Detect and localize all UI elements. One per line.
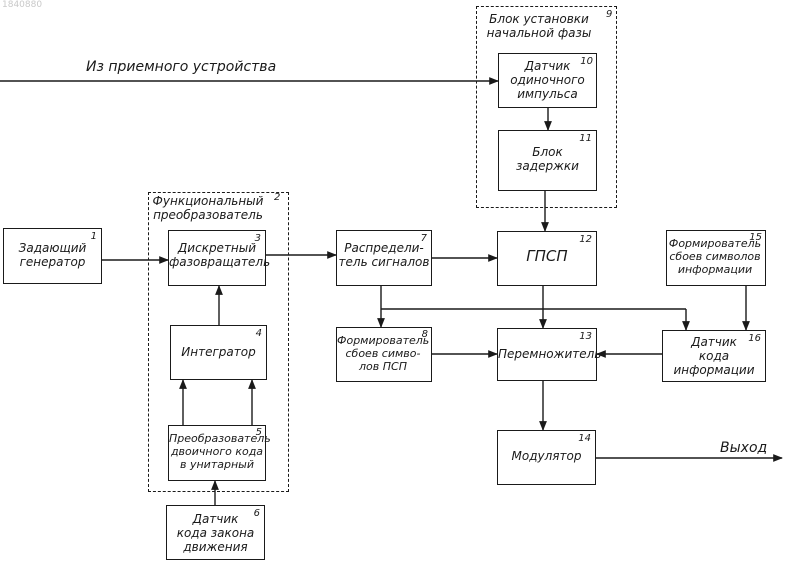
gpsp-block: ГПСП 12	[497, 231, 597, 286]
binary-to-unitary-converter-block: Преобразователь двоичного кода в унитарн…	[168, 425, 266, 481]
info-symbol-failure-former-block: Формирователь сбоев символов информации …	[666, 230, 766, 286]
integrator-number: 4	[256, 328, 262, 339]
phase-setup-group-number: 9	[606, 9, 612, 20]
discrete-phase-shifter-number: 3	[255, 233, 261, 244]
info-symbol-failure-former-number: 15	[749, 232, 762, 243]
gpsp-label: ГПСП	[498, 249, 596, 263]
binary-to-unitary-converter-number: 5	[256, 427, 262, 438]
info-code-sensor-number: 16	[748, 333, 761, 344]
psp-symbol-failure-former-block: Формирователь сбоев симво- лов ПСП 8	[336, 327, 432, 382]
single-pulse-sensor-number: 10	[580, 56, 593, 67]
binary-to-unitary-converter-label: Преобразователь двоичного кода в унитарн…	[169, 432, 265, 471]
info-code-sensor-block: Датчик кода информации 16	[662, 330, 766, 382]
phase-setup-group-label: Блок установки начальной фазы	[478, 12, 600, 40]
gpsp-number: 12	[579, 234, 592, 245]
multiplier-number: 13	[579, 331, 592, 342]
master-generator-block: Задающий генератор 1	[3, 228, 102, 284]
master-generator-label: Задающий генератор	[4, 241, 101, 269]
output-label: Выход	[720, 441, 767, 455]
multiplier-label: Перемножитель	[498, 347, 596, 361]
delay-label: Блок задержки	[499, 145, 596, 173]
integrator-block: Интегратор 4	[170, 325, 267, 380]
functional-converter-group-number: 2	[274, 192, 280, 203]
input-label: Из приемного устройства	[86, 60, 276, 74]
delay-block: Блок задержки 11	[498, 130, 597, 191]
motion-law-code-sensor-label: Датчик кода закона движения	[167, 512, 264, 554]
integrator-label: Интегратор	[171, 345, 266, 359]
modulator-block: Модулятор 14	[497, 430, 596, 485]
single-pulse-sensor-block: Датчик одиночного импульса 10	[498, 53, 597, 108]
signal-distributor-label: Распредели- тель сигналов	[337, 241, 431, 269]
motion-law-code-sensor-block: Датчик кода закона движения 6	[166, 505, 265, 560]
signal-distributor-number: 7	[421, 233, 427, 244]
motion-law-code-sensor-number: 6	[254, 508, 260, 519]
delay-number: 11	[579, 133, 592, 144]
signal-distributor-block: Распредели- тель сигналов 7	[336, 230, 432, 286]
multiplier-block: Перемножитель 13	[497, 328, 597, 381]
modulator-number: 14	[578, 433, 591, 444]
discrete-phase-shifter-label: Дискретный фазовращатель	[169, 241, 265, 269]
modulator-label: Модулятор	[498, 449, 595, 463]
psp-symbol-failure-former-number: 8	[422, 329, 428, 340]
discrete-phase-shifter-block: Дискретный фазовращатель 3	[168, 230, 266, 286]
psp-symbol-failure-former-label: Формирователь сбоев симво- лов ПСП	[337, 334, 429, 373]
functional-converter-group-label: Функциональный преобразователь	[146, 194, 270, 222]
master-generator-number: 1	[91, 231, 97, 242]
